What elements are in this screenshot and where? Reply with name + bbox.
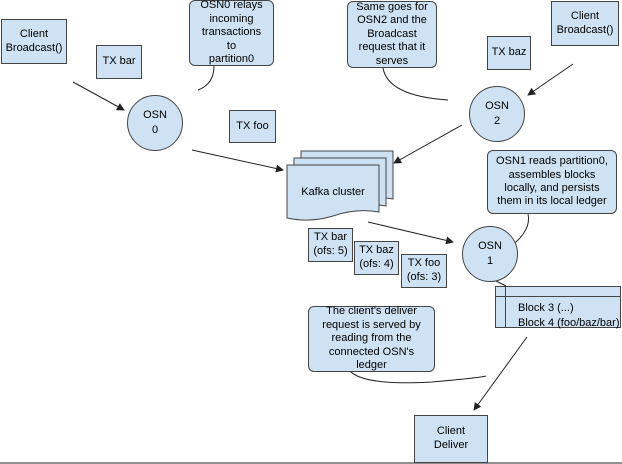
tx-foo-label: TX foo — [236, 119, 269, 132]
osn0-label: OSN 0 — [143, 109, 167, 136]
tx-baz-label: TX baz — [491, 46, 527, 59]
arrow-client-to-osn0 — [72, 81, 125, 111]
callout-tail-deliver — [348, 369, 487, 384]
arrow-client-to-osn2 — [527, 63, 574, 96]
client-broadcast-right-box: Client Broadcast() — [551, 1, 619, 46]
ledger-block-4: Block 4 (foo/baz/bar) — [518, 316, 620, 329]
offset-bar-label: TX bar (ofs: 5) — [313, 231, 348, 257]
offset-foo-label: TX foo (ofs: 3) — [406, 257, 442, 283]
tx-bar-label: TX bar — [102, 55, 136, 68]
callout-tail-osn0 — [197, 65, 215, 91]
client-broadcast-left-label: Client Broadcast() — [5, 27, 63, 54]
osn0-node: OSN 0 — [127, 95, 183, 151]
tx-foo-box: TX foo — [229, 110, 276, 143]
osn1-ledger: Block 3 (...) Block 4 (foo/baz/bar) — [495, 286, 621, 331]
client-deliver-box: Client Deliver — [414, 415, 488, 463]
client-broadcast-left-box: Client Broadcast() — [1, 19, 67, 64]
callout-osn0-relays: OSN0 relays incoming transactions to par… — [189, 0, 274, 66]
osn1-label: OSN 1 — [478, 240, 502, 267]
ledger-header-line — [496, 287, 620, 297]
offset-baz-label: TX baz (ofs: 4) — [359, 244, 394, 270]
offset-foo-box: TX foo (ofs: 3) — [401, 254, 447, 288]
client-broadcast-right-label: Client Broadcast() — [556, 9, 614, 36]
arrow-osn0-to-kafka — [191, 149, 284, 173]
callout-osn1-reads: OSN1 reads partition0, assembles blocks … — [487, 150, 617, 214]
tx-baz-box: TX baz — [487, 36, 531, 70]
tx-bar-box: TX bar — [96, 45, 142, 79]
callout-osn0-relays-text: OSN0 relays incoming transactions to par… — [200, 0, 263, 66]
callout-osn2-same: Same goes for OSN2 and the Broadcast req… — [347, 1, 437, 68]
ledger-block-3: Block 3 (...) — [518, 302, 574, 314]
callout-osn1-reads-text: OSN1 reads partition0, assembles blocks … — [496, 155, 608, 208]
callout-tail-osn2 — [382, 67, 449, 101]
arrow-osn2-to-kafka — [393, 124, 463, 164]
ledger-entries: Block 3 (...) Block 4 (foo/baz/bar) — [518, 301, 620, 331]
osn2-label: OSN 2 — [485, 100, 509, 127]
osn1-node: OSN 1 — [462, 226, 518, 282]
callout-client-deliver-text: The client's deliver request is served b… — [322, 305, 421, 372]
callout-osn2-same-text: Same goes for OSN2 and the Broadcast req… — [356, 0, 428, 67]
client-deliver-label: Client Deliver — [433, 425, 469, 451]
osn2-node: OSN 2 — [469, 86, 525, 142]
arrow-kafka-to-osn1 — [367, 221, 454, 245]
callout-client-deliver: The client's deliver request is served b… — [308, 305, 435, 372]
kafka-cluster-label: Kafka cluster — [301, 186, 365, 198]
kafka-cluster-stack: Kafka cluster — [286, 150, 394, 221]
kafka-cluster-page-front — [286, 164, 380, 221]
offset-bar-box: TX bar (ofs: 5) — [308, 228, 353, 262]
arrow-ledger-to-client-deliver — [473, 336, 528, 411]
ledger-column-line — [505, 287, 506, 327]
offset-baz-box: TX baz (ofs: 4) — [354, 241, 399, 275]
